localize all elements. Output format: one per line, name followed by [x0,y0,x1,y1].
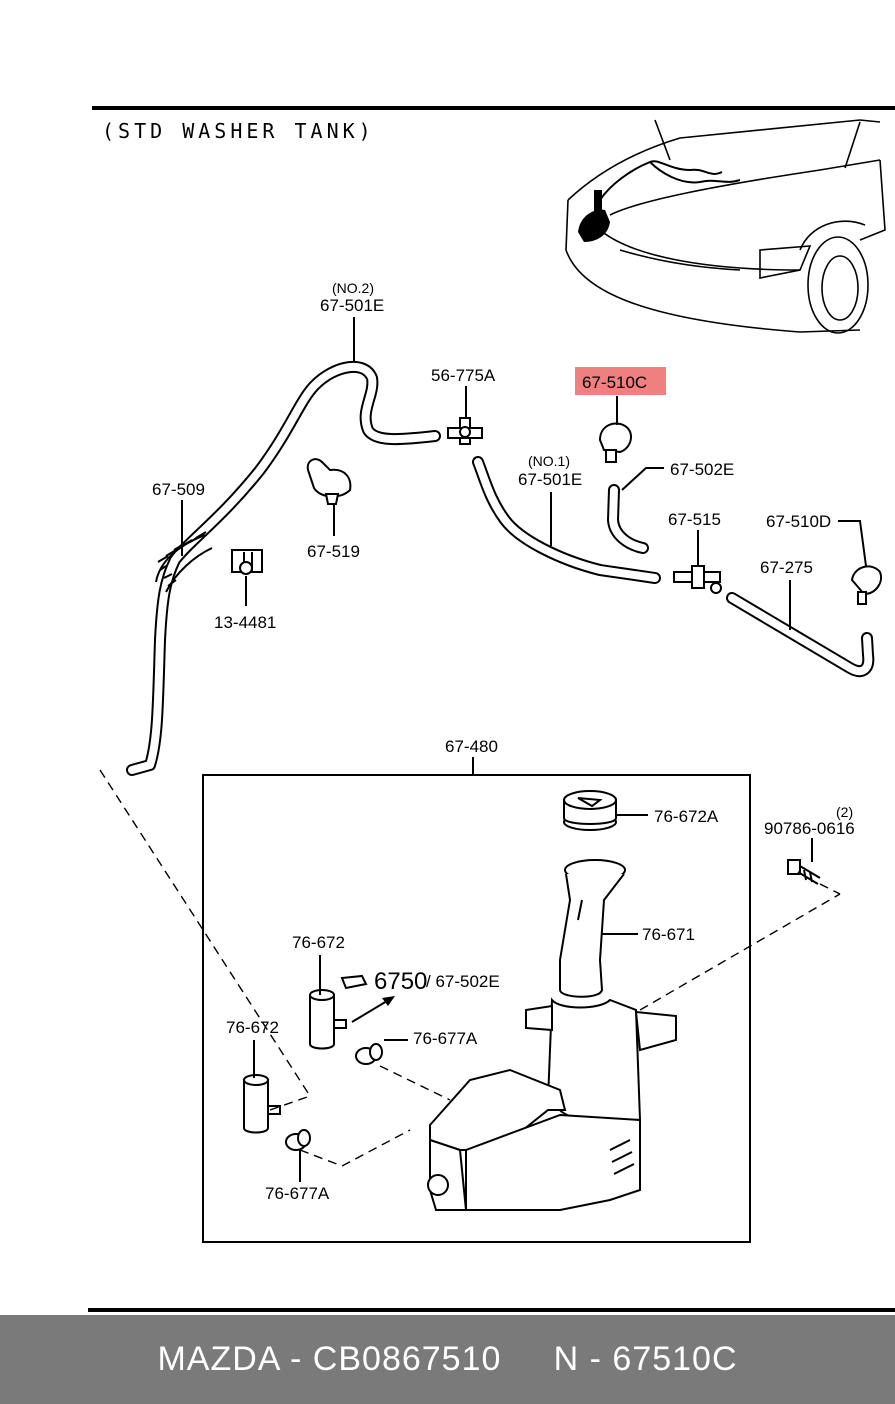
label-nozzle-67-510d: 67-510D [766,512,831,531]
bottom-rule [88,1308,895,1312]
label-clip-13-4481: 13-4481 [214,613,276,632]
footer-brand-part: MAZDA - CB0867510 [157,1340,502,1378]
label-joint-56-775a: 56-775A [431,366,496,385]
label-ref-6750: 6750 [374,968,427,995]
label-pump-76-672-upper: 76-672 [292,933,345,952]
grommet-76-677a-lower [285,1129,311,1151]
joint-67-515 [673,565,722,594]
label-bolt-qty: (2) [836,804,853,820]
label-grommet-76-677a-upper: 76-677A [413,1029,478,1048]
label-bolt-90786-0616: 90786-0616 [764,819,855,838]
label-grommet-76-677a-lower: 76-677A [265,1184,330,1203]
tank-76-671 [427,859,677,1211]
joint-56-775a [447,417,483,445]
pump-76-672-upper [309,989,347,1050]
hose-67-502e-short [607,484,649,554]
label-tank-67-480: 67-480 [445,737,498,756]
bolt-90786-0616 [787,859,821,885]
clip-13-4481 [231,549,263,575]
label-joint-67-515: 67-515 [668,510,721,529]
label-hose-no1: 67-501E [518,470,582,489]
ref-arrow-6750 [340,974,395,1023]
clip-67-519 [306,458,352,505]
nozzle-67-510d [850,565,882,605]
footer-bar: MAZDA - CB0867510 N - 67510C [0,1315,895,1404]
label-hose-67-275: 67-275 [760,558,813,577]
grommet-76-677a-upper [355,1043,383,1065]
sleeve-67-509 [155,531,213,593]
label-sleeve-67-509: 67-509 [152,480,205,499]
top-rule [92,106,895,110]
pump-76-672-lower [243,1074,281,1134]
highlight-box [575,367,666,395]
label-hose-no2: 67-501E [320,296,384,315]
label-nozzle-67-510c: 67-510C [582,373,647,392]
hose-67-501e-no2 [126,360,441,776]
label-clip-67-519: 67-519 [307,542,360,561]
label-hose-no2-qty: (NO.2) [332,280,374,296]
tank-assembly-box [202,774,751,1243]
footer-ref-part: N - 67510C [553,1340,738,1378]
label-hose-no1-qty: (NO.1) [528,453,570,469]
car-inset [565,119,886,334]
cap-76-672a [563,790,617,831]
label-cap-76-672a: 76-672A [654,807,719,826]
label-hose-67-502e-top: 67-502E [670,460,734,479]
hose-67-275 [726,592,875,678]
label-filler-76-671: 76-671 [642,925,695,944]
nozzle-67-510c [598,422,632,463]
footer-spacer [501,1340,553,1379]
diagram-title: (STD WASHER TANK) [102,119,375,143]
label-pump-76-672-lower: 76-672 [226,1018,279,1037]
label-ref-67-502e: / 67-502E [426,972,500,991]
hose-67-501e-no1 [472,456,661,584]
